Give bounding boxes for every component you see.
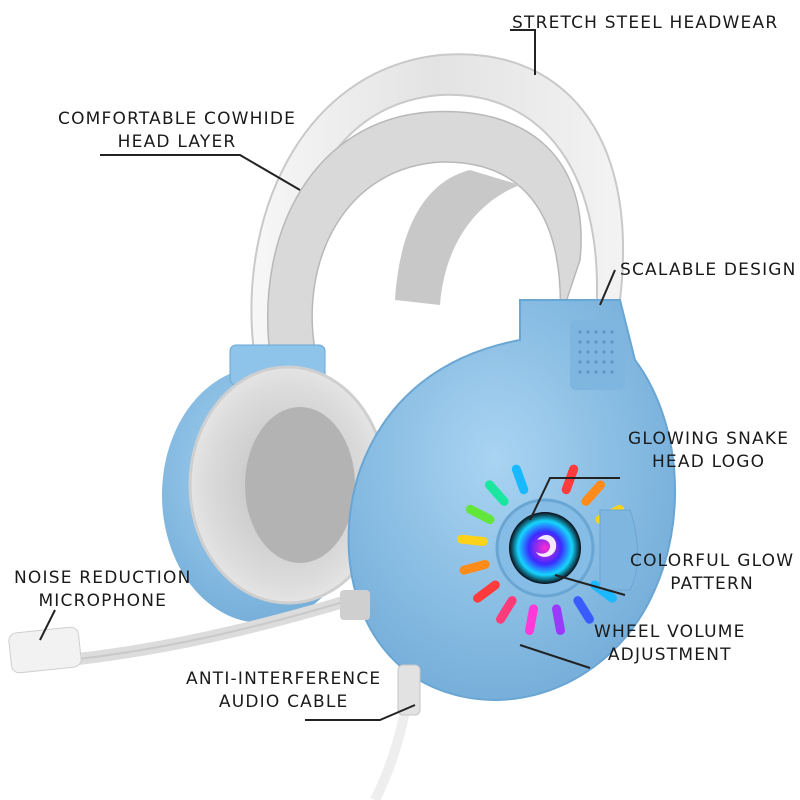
callout-audio-cable-line2: AUDIO CABLE: [218, 692, 349, 712]
callout-cowhide-line2: HEAD LAYER: [117, 132, 237, 152]
callout-cowhide: COMFORTABLE COWHIDE HEAD LAYER: [58, 108, 296, 154]
rgb-spoke: [552, 604, 565, 635]
callout-volume-wheel-line2: ADJUSTMENT: [607, 645, 732, 665]
snake-head-logo-icon: [509, 512, 581, 584]
cowhide-headband-pad: [266, 110, 582, 356]
rgb-spoke: [525, 604, 538, 635]
callout-glow-pattern: COLORFUL GLOW PATTERN: [630, 550, 794, 596]
mic-joint: [340, 590, 370, 620]
microphone-tip: [8, 626, 82, 674]
headband-shading: [395, 170, 520, 305]
callout-volume-wheel: WHEEL VOLUME ADJUSTMENT: [594, 621, 746, 667]
right-earcup-shell: [347, 299, 677, 701]
callout-snake-logo-line1: GLOWING SNAKE: [628, 429, 790, 449]
cable-strain-relief: [397, 664, 421, 716]
callout-cowhide-line1: COMFORTABLE COWHIDE: [58, 109, 297, 129]
callout-stretch-steel: STRETCH STEEL HEADWEAR: [512, 12, 778, 35]
rgb-spoke: [485, 480, 509, 506]
callout-glow-pattern-line2: PATTERN: [670, 574, 754, 594]
callout-audio-cable: ANTI-INTERFERENCE AUDIO CABLE: [186, 668, 381, 714]
callout-noise-mic: NOISE REDUCTION MICROPHONE: [14, 567, 192, 613]
callout-glow-pattern-line1: COLORFUL GLOW: [630, 551, 795, 571]
callout-snake-logo-line2: HEAD LOGO: [651, 452, 766, 472]
leader-lines: [39, 29, 626, 721]
speaker-grille: [570, 320, 625, 390]
callout-audio-cable-line1: ANTI-INTERFERENCE: [186, 669, 382, 689]
rgb-spoke: [473, 580, 500, 603]
rgb-spoke: [561, 464, 579, 495]
volume-wheel[interactable]: [599, 509, 638, 591]
callout-noise-mic-line1: NOISE REDUCTION: [14, 568, 192, 588]
rgb-spoke: [573, 596, 594, 624]
speaker-grille-dots: [578, 330, 614, 374]
snake-head-glyph: [536, 534, 557, 557]
callout-stretch-steel-line1: STRETCH STEEL HEADWEAR: [512, 13, 779, 33]
rgb-spoke: [496, 596, 517, 624]
rgb-spoke: [457, 534, 488, 546]
rgb-spoke: [465, 504, 495, 524]
callout-volume-wheel-line1: WHEEL VOLUME: [594, 622, 746, 642]
rgb-spoke: [581, 480, 605, 506]
callout-snake-logo: GLOWING SNAKE HEAD LOGO: [628, 428, 789, 474]
callout-noise-mic-line2: MICROPHONE: [38, 591, 168, 611]
rgb-spoke: [511, 464, 529, 495]
callout-scalable-line1: SCALABLE DESIGN: [620, 260, 797, 280]
left-ear-cushion-mesh: [245, 407, 355, 563]
callout-scalable: SCALABLE DESIGN: [620, 259, 797, 282]
rgb-spoke: [459, 559, 490, 575]
